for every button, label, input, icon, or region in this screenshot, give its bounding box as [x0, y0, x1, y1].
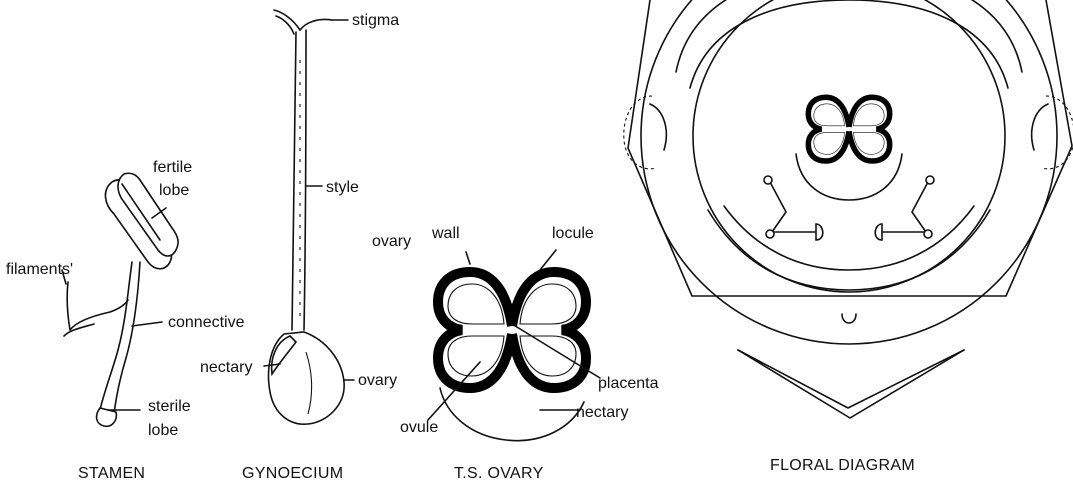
ts-ovary-ovary-label: ovary: [372, 233, 411, 250]
stamen-filaments-label: filaments': [6, 261, 73, 278]
ts-ovary-wall-label: wall: [431, 225, 460, 242]
gynoecium-nectary-label: nectary: [200, 359, 252, 376]
ts-ovary-drawing: [428, 250, 600, 441]
ts-ovary-nectary-label: nectary: [576, 404, 628, 421]
gynoecium-drawing: [264, 10, 354, 424]
gynoecium-style-label: style: [326, 179, 359, 196]
ts-ovary-caption: T.S. OVARY: [454, 465, 544, 482]
ts-ovary-locule-label: locule: [552, 225, 594, 242]
gynoecium-stigma-label: stigma: [352, 12, 399, 29]
stamen-fertile-lobe-label-1: fertile: [153, 159, 192, 176]
floral-diagram-drawing: [624, 0, 1073, 418]
floral-diagram-caption: FLORAL DIAGRAM: [770, 457, 915, 474]
stamen-fertile-lobe-label-2: lobe: [159, 182, 189, 199]
ts-ovary-ovule-label: ovule: [400, 419, 438, 436]
stamen-sterile-lobe-label-1: sterile: [148, 398, 191, 415]
gynoecium-caption: GYNOECIUM: [242, 465, 343, 482]
stamen-sterile-lobe-label-2: lobe: [148, 422, 178, 439]
gynoecium-ovary-label: ovary: [358, 372, 397, 389]
stamen-connective-label: connective: [168, 314, 245, 331]
ts-ovary-placenta-label: placenta: [598, 375, 659, 392]
stamen-drawing: [62, 173, 178, 426]
stamen-caption: STAMEN: [78, 465, 145, 482]
